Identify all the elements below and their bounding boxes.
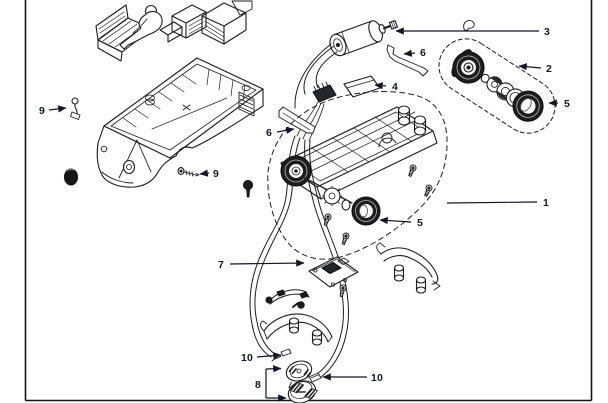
front-bumper-lower-illustration bbox=[260, 313, 333, 346]
leader-7 bbox=[229, 259, 305, 267]
leader-9-right bbox=[199, 169, 210, 177]
callout-10-left: 10 bbox=[241, 352, 253, 364]
callout-6-upper: 6 bbox=[420, 47, 426, 59]
callout-9-right: 9 bbox=[213, 168, 219, 180]
chassis-screw bbox=[406, 163, 418, 178]
leader-2 bbox=[518, 63, 542, 71]
guide-wire-clip-right-illustration bbox=[308, 372, 322, 383]
chassis-screw bbox=[339, 231, 351, 246]
wiring-harness-illustration bbox=[249, 43, 350, 379]
callout-6-lower: 6 bbox=[266, 127, 272, 139]
shaft-clip-illustration bbox=[463, 19, 475, 31]
dome-screw-illustration bbox=[242, 179, 254, 198]
guide-holder-illustration bbox=[285, 360, 313, 390]
leader-8-top bbox=[265, 365, 282, 373]
dashed-blob-outline bbox=[267, 91, 448, 260]
circuit-board-illustration bbox=[308, 256, 359, 298]
leader-1 bbox=[446, 201, 538, 204]
leader-9-left bbox=[48, 105, 67, 113]
leader-4 bbox=[374, 82, 387, 90]
rear-bumper-illustration bbox=[376, 242, 441, 294]
chassis-screw bbox=[422, 183, 434, 198]
callout-9-left: 9 bbox=[39, 105, 45, 117]
motor-illustration bbox=[329, 19, 399, 57]
mirror-clip-illustration bbox=[70, 97, 81, 120]
pickup-guide-illustration bbox=[287, 380, 318, 403]
leader-6-upper bbox=[403, 49, 416, 57]
callout-1: 1 bbox=[543, 197, 549, 209]
callout-2: 2 bbox=[546, 63, 552, 75]
side-screw-illustration bbox=[177, 167, 200, 177]
retainer-clip-upper-illustration bbox=[386, 44, 429, 77]
callout-4: 4 bbox=[392, 81, 398, 93]
dashboard-bar-illustration bbox=[265, 289, 310, 309]
retainer-clip-lower-illustration bbox=[278, 106, 316, 134]
callout-5-upper: 5 bbox=[564, 98, 570, 110]
callout-3: 3 bbox=[544, 26, 550, 38]
leader-6-lower bbox=[276, 126, 295, 134]
wheel-axle-set-illustration bbox=[438, 38, 556, 134]
callout-labels: 9 9 3 6 2 4 5 6 1 5 7 10 10 8 bbox=[39, 26, 570, 391]
callout-8: 8 bbox=[255, 379, 261, 391]
magnet-strip-illustration bbox=[343, 75, 381, 98]
leader-5-lower bbox=[379, 216, 412, 225]
callout-leader-lines bbox=[48, 27, 558, 402]
interior-seats-illustration bbox=[95, 0, 253, 62]
leader-10-left bbox=[256, 352, 282, 360]
callout-7: 7 bbox=[218, 259, 224, 271]
callout-10-right: 10 bbox=[371, 372, 383, 384]
callout-5-lower: 5 bbox=[417, 217, 423, 229]
hub-cap-illustration bbox=[63, 168, 79, 186]
pcb-screw bbox=[337, 283, 348, 298]
dashed-capsule-outline bbox=[438, 38, 556, 134]
body-shell-illustration bbox=[96, 57, 264, 188]
chassis-assembly-illustration bbox=[267, 91, 448, 260]
